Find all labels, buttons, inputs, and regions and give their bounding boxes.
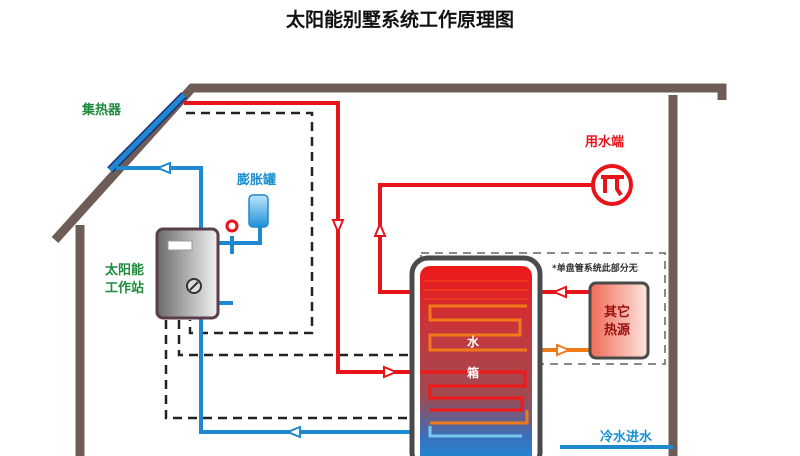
station-label-line1: 太阳能 <box>104 262 144 278</box>
tank-label-line2: 箱 <box>467 365 479 380</box>
diagram-title: 太阳能别墅系统工作原理图 <box>286 8 514 31</box>
solar-station <box>155 227 220 320</box>
expansion-tank <box>248 194 269 228</box>
water-tank <box>409 255 543 456</box>
tank-label-line1: 水 <box>467 334 480 349</box>
flow-arrows-cold <box>155 161 301 439</box>
water-outlet-label: 用水端 <box>584 134 624 150</box>
upper-coil <box>428 304 527 352</box>
optional-section-box <box>420 252 666 365</box>
other-heat-source <box>588 281 650 360</box>
water-tap-icon <box>591 164 633 206</box>
station-display <box>167 240 193 251</box>
single-coil-note: *单盘管系统此部分无 <box>552 262 638 274</box>
flow-arrows-hot <box>331 219 567 379</box>
expansion-tank-label: 膨胀罐 <box>236 172 276 188</box>
station-label-line2: 工作站 <box>105 280 144 296</box>
flow-arrow-coil <box>556 343 572 357</box>
house-outline <box>51 83 727 456</box>
signal-lines <box>164 111 418 420</box>
lower-coil <box>420 370 527 412</box>
other-heat-source-label-line2: 热源 <box>604 322 630 338</box>
pressure-gauge-icon <box>225 219 239 233</box>
collector-label: 集热器 <box>81 102 122 118</box>
cold-inlet-label: 冷水进水 <box>600 429 653 445</box>
cold-water-pipe <box>116 166 673 449</box>
other-heat-source-label-line1: 其它 <box>604 304 630 320</box>
